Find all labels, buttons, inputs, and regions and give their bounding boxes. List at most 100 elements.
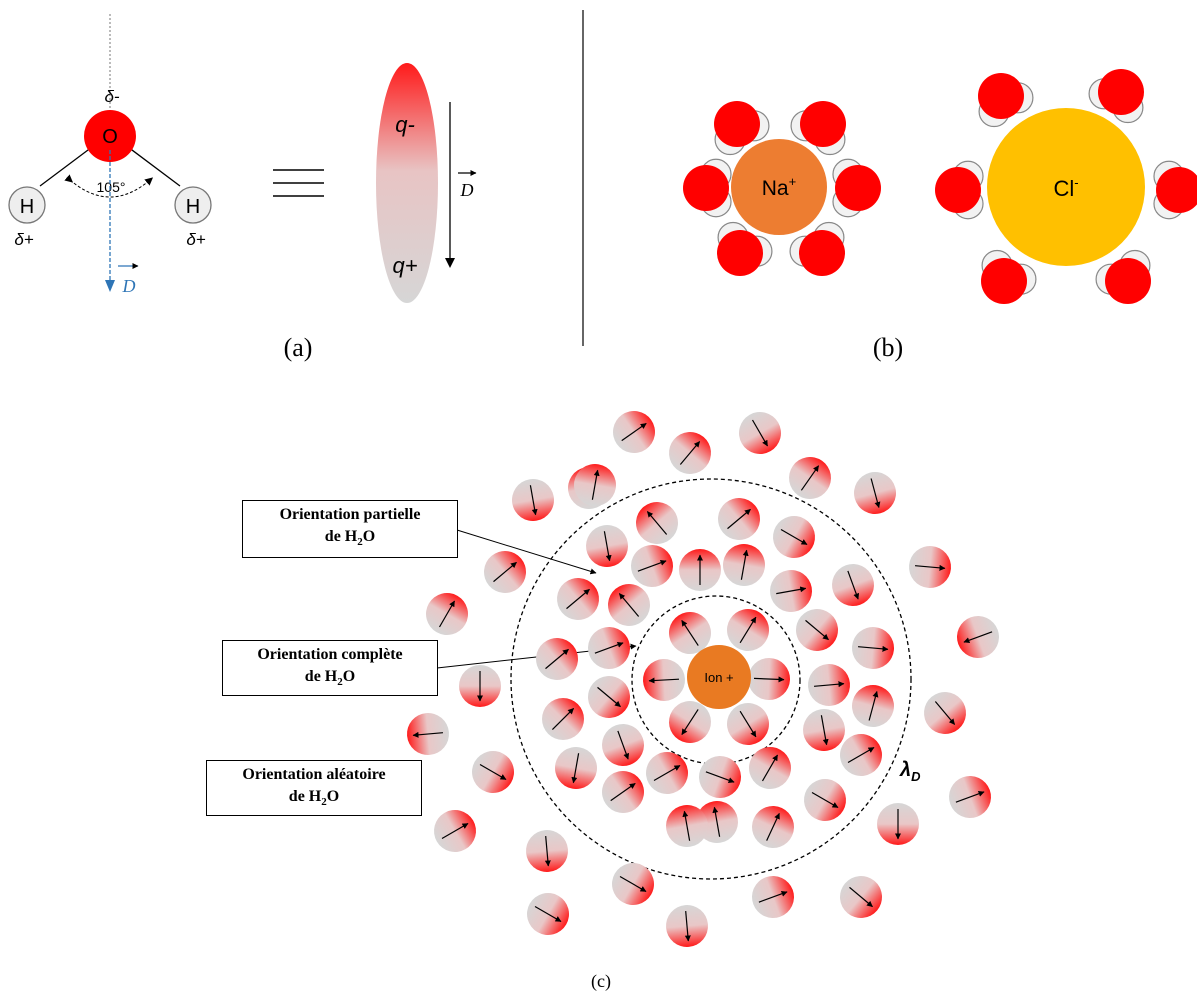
water-dipole-molecule bbox=[832, 564, 874, 606]
debye-length-label: λD bbox=[899, 759, 921, 784]
water-dipole-molecule bbox=[739, 412, 781, 455]
dipole-arrow bbox=[653, 764, 681, 782]
dipole-arrow bbox=[545, 648, 569, 670]
water-dipole-molecule bbox=[586, 525, 628, 567]
dipole-arrow bbox=[682, 810, 691, 841]
dipole-arrow bbox=[594, 641, 624, 654]
water-dipole-molecule bbox=[803, 709, 845, 751]
sodium-water-4 bbox=[717, 221, 773, 276]
water-dipole-molecule bbox=[588, 627, 630, 669]
panel-c: Ion + λD (c) bbox=[407, 411, 999, 992]
dipole-arrow bbox=[441, 822, 469, 840]
sodium-water-5 bbox=[789, 221, 845, 276]
dipole-arrow bbox=[934, 701, 956, 725]
water-dipole-molecule bbox=[526, 829, 568, 872]
label-complete-line1: Orientation complète bbox=[257, 646, 403, 663]
dipole-arrow bbox=[681, 709, 699, 736]
water-dipole-molecule bbox=[407, 713, 449, 755]
water-dipole-molecule bbox=[718, 498, 760, 540]
dipole-arrow bbox=[648, 677, 680, 684]
oxygen-atom bbox=[714, 101, 760, 147]
dipole-arrow bbox=[597, 686, 621, 708]
water-dipole-molecule bbox=[851, 627, 894, 669]
chloride-water-5 bbox=[1095, 249, 1151, 304]
water-dipole-molecule bbox=[666, 905, 708, 947]
oxygen-atom bbox=[717, 230, 763, 276]
sodium-water-3 bbox=[832, 158, 881, 218]
water-dipole-molecule bbox=[924, 692, 966, 734]
water-dipole-molecule bbox=[749, 747, 791, 789]
water-dipole-molecule bbox=[948, 776, 991, 818]
sodium-ion-label: Na+ bbox=[762, 174, 796, 200]
dipole-arrow bbox=[571, 753, 580, 784]
oxygen-atom bbox=[981, 258, 1027, 304]
delta-minus-label: δ- bbox=[104, 87, 119, 106]
water-dipole-molecule bbox=[631, 545, 674, 587]
dipole-ellipse bbox=[376, 63, 438, 303]
oxygen-atom bbox=[1105, 258, 1151, 304]
chloride-water-2 bbox=[935, 160, 984, 220]
water-dipole-molecule bbox=[957, 616, 999, 658]
dipole-arrow bbox=[479, 763, 507, 781]
delta-plus-left-label: δ+ bbox=[14, 230, 33, 249]
bond-right bbox=[123, 143, 181, 187]
water-dipole-molecule bbox=[472, 750, 514, 793]
dipole-arrow bbox=[621, 422, 647, 442]
dipole-arrow bbox=[740, 549, 749, 580]
water-dipole-molecule bbox=[574, 464, 616, 506]
dipole-arrow bbox=[814, 681, 845, 688]
water-dipole-molecule bbox=[646, 752, 688, 794]
dipole-arrow bbox=[849, 886, 873, 908]
dipole-arrow bbox=[438, 600, 456, 628]
oxygen-atom bbox=[84, 110, 136, 162]
hydrogen-left-atom bbox=[8, 186, 46, 224]
dipole-arrow bbox=[753, 676, 785, 683]
oxygen-atom bbox=[978, 73, 1024, 119]
dipole-arrow bbox=[761, 754, 779, 782]
water-dipole-molecule bbox=[425, 593, 468, 635]
dipole-arrow bbox=[858, 645, 889, 652]
dipole-arrow bbox=[610, 782, 636, 802]
water-dipole-molecule bbox=[669, 701, 711, 743]
label-random-orientation: Orientation aléatoire de H2O bbox=[206, 760, 422, 816]
water-dipole-molecule bbox=[752, 806, 794, 848]
water-dipole-molecule bbox=[679, 549, 721, 591]
water-dipole-molecule bbox=[602, 724, 644, 766]
central-ion-label: Ion + bbox=[704, 670, 733, 685]
dipole-arrow bbox=[727, 508, 751, 530]
dipole-arrow bbox=[679, 441, 701, 465]
oxygen-atom bbox=[1098, 69, 1144, 115]
chloride-ion-label: Cl- bbox=[1053, 175, 1078, 201]
label-complete-orientation: Orientation complète de H2O bbox=[222, 640, 438, 696]
dipole-arrow bbox=[566, 588, 590, 610]
dipole-arrow bbox=[712, 806, 721, 837]
water-dipole-molecule bbox=[727, 609, 769, 651]
dipole-arrow bbox=[617, 730, 630, 760]
dipole-arrow bbox=[811, 791, 839, 809]
water-dipole-molecule bbox=[613, 411, 655, 453]
chloride-water-3 bbox=[1153, 160, 1197, 220]
water-dipole-molecule bbox=[840, 876, 882, 918]
dipole-arrow bbox=[551, 707, 575, 731]
water-dipole-molecule bbox=[512, 479, 554, 521]
water-dipole-molecule bbox=[557, 578, 600, 620]
oxygen-atom bbox=[683, 165, 729, 211]
panel-a: 105° O δ- H H δ+ δ+ D q- q+ D (a) bbox=[8, 14, 477, 362]
water-dipole-molecule bbox=[804, 779, 846, 821]
water-dipole-molecule bbox=[434, 810, 476, 852]
water-dipole-molecule bbox=[588, 675, 630, 718]
water-molecules bbox=[407, 411, 999, 947]
dipole-arrow bbox=[534, 905, 562, 923]
chloride-water-4 bbox=[981, 249, 1037, 304]
dipole-arrow bbox=[751, 419, 769, 447]
dipole-label-black: D bbox=[460, 180, 474, 200]
water-dipole-molecule bbox=[770, 570, 813, 612]
sodium-water-0 bbox=[714, 101, 770, 156]
dipole-arrow bbox=[955, 790, 985, 803]
oxygen-atom bbox=[799, 230, 845, 276]
dipole-arrow bbox=[637, 559, 667, 572]
oxygen-atom bbox=[935, 167, 981, 213]
q-plus-label: q+ bbox=[392, 253, 417, 278]
dipole-arrow bbox=[820, 715, 829, 746]
